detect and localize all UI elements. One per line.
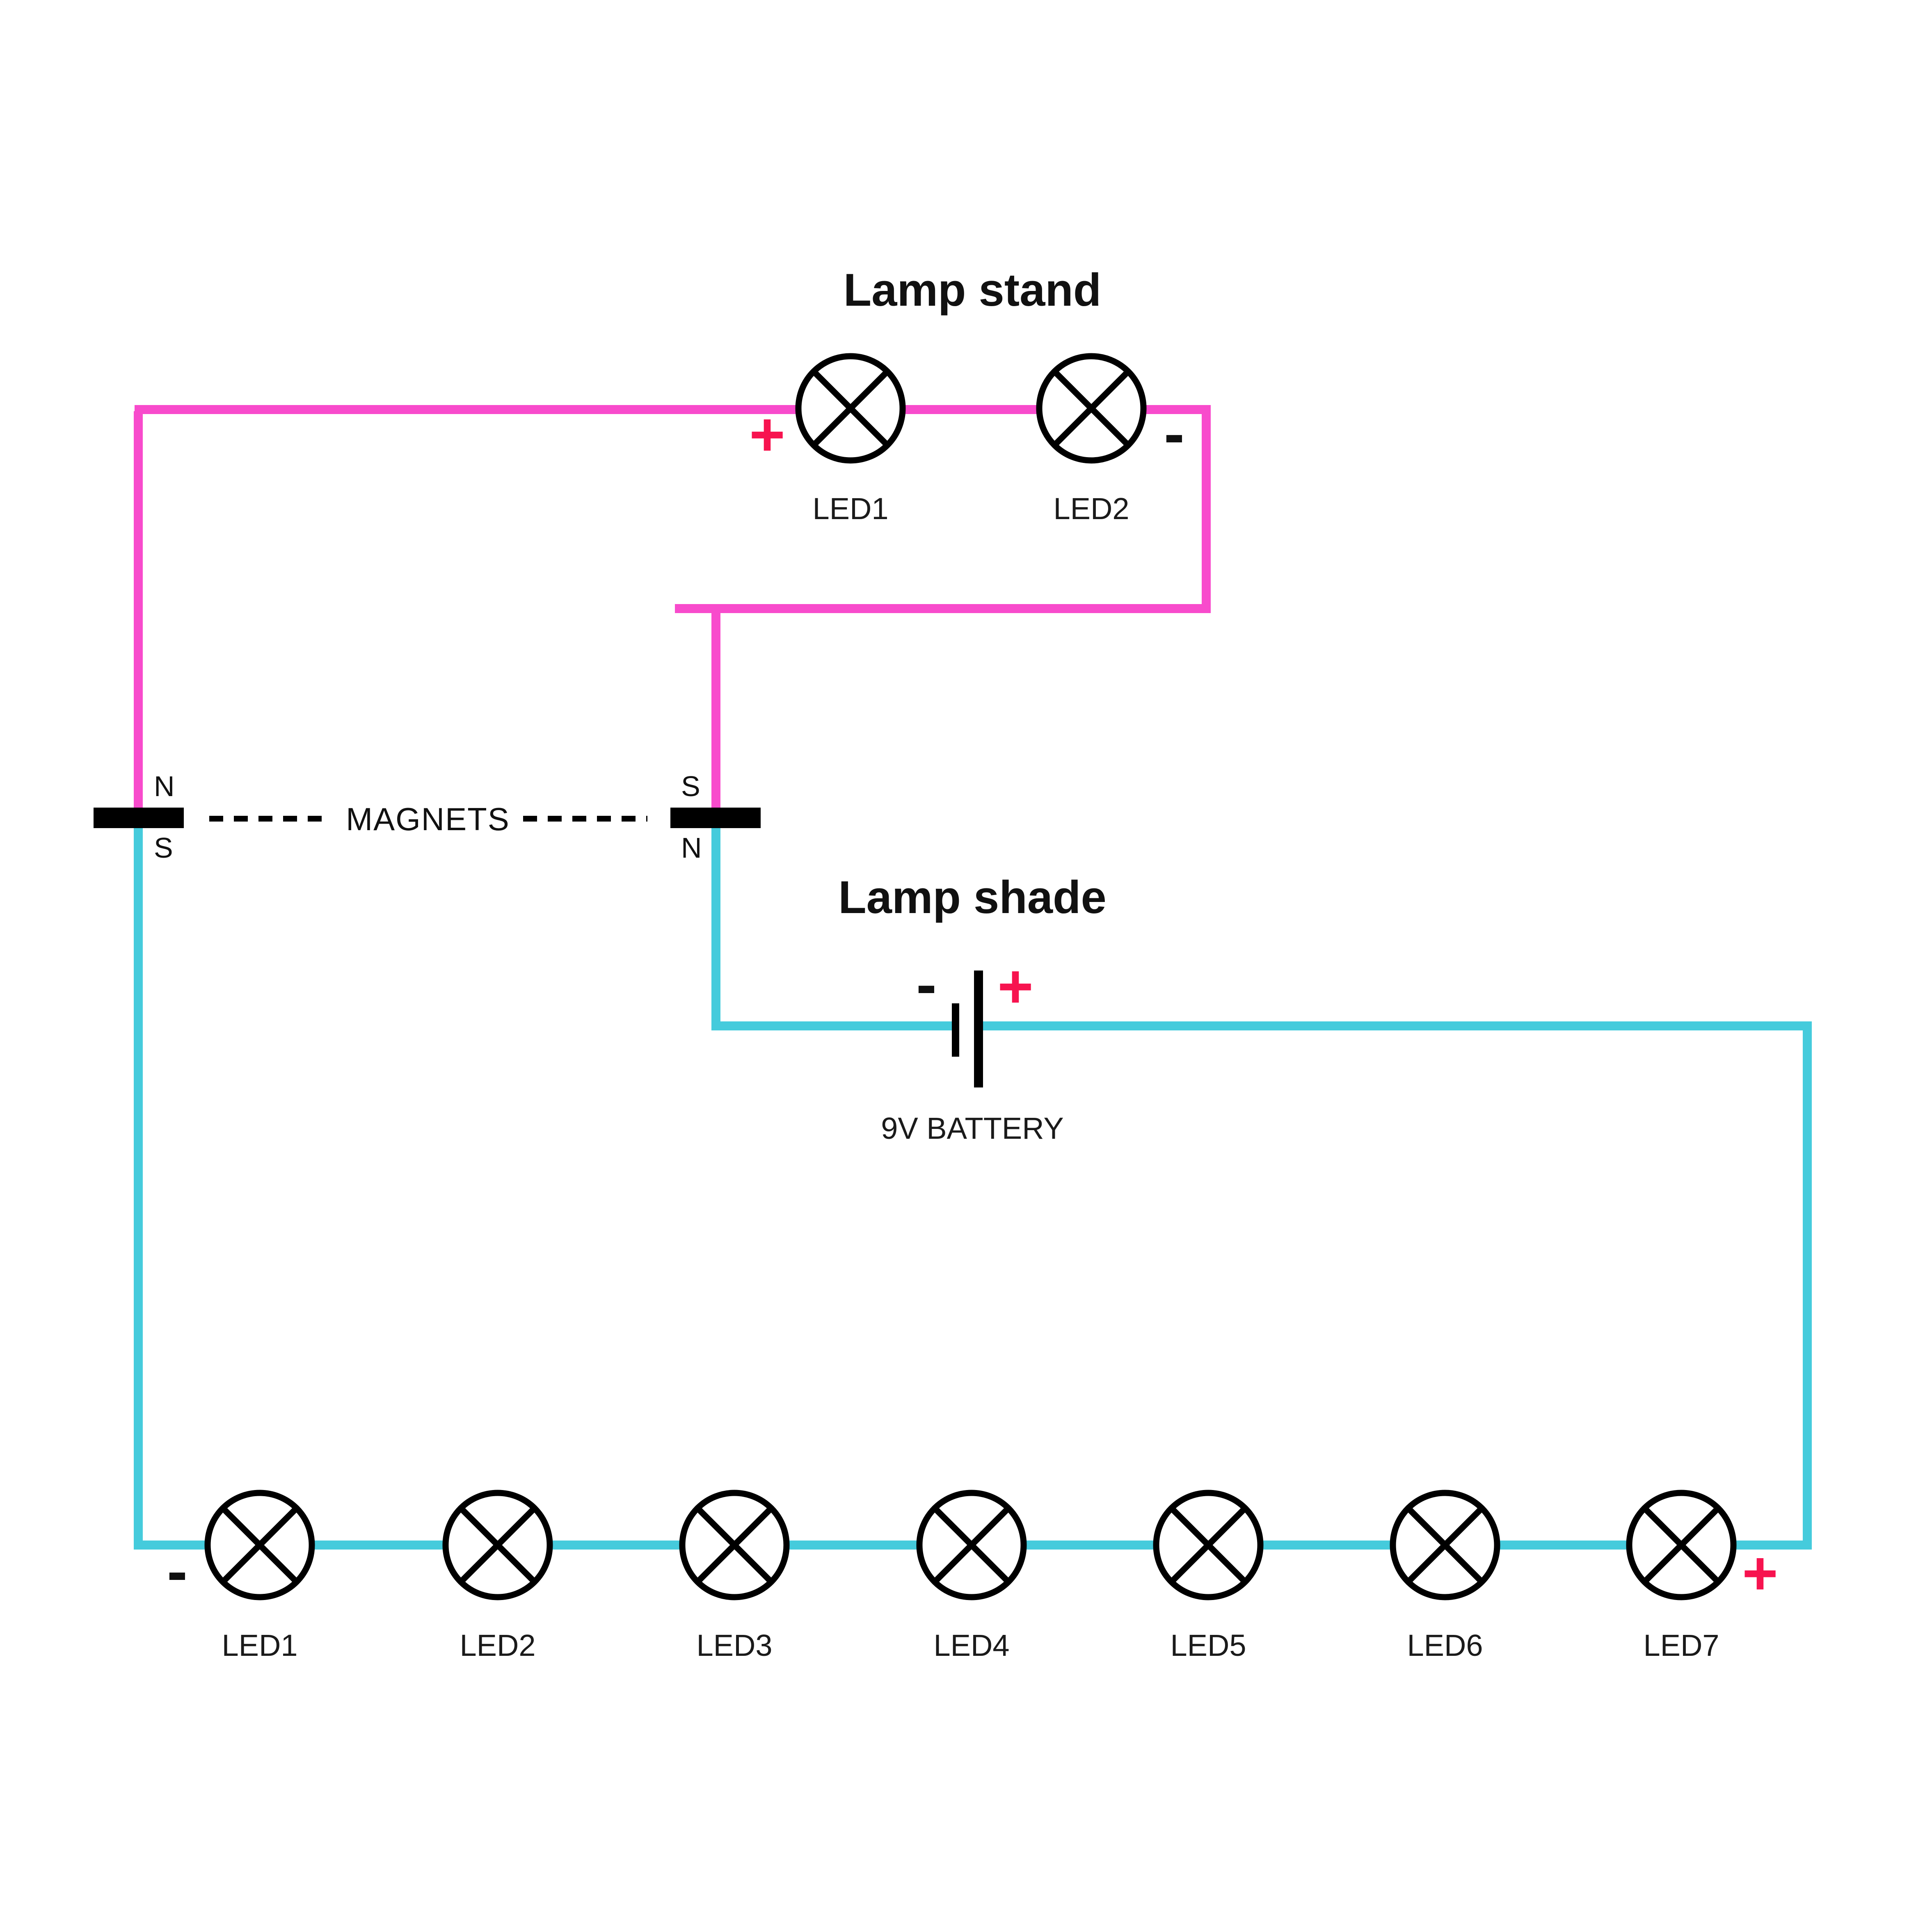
magnet-right-top-pole: S bbox=[681, 770, 700, 802]
led-bulb-icon bbox=[442, 1490, 553, 1600]
led-cross-stroke-b bbox=[220, 1506, 299, 1584]
led-bulb-icon bbox=[916, 1490, 1027, 1600]
lamp-shade-minus-sign: - bbox=[167, 1536, 187, 1605]
led-bulb-icon bbox=[204, 1490, 315, 1600]
lamp-stand-title: Lamp stand bbox=[844, 264, 1102, 316]
led-bulb-icon bbox=[1036, 353, 1147, 464]
led-label: LED1 bbox=[222, 1628, 297, 1662]
led-cross-stroke-b bbox=[695, 1506, 774, 1584]
led-bulb-icon bbox=[795, 353, 906, 464]
lamp-shade-led-7: LED7 bbox=[1626, 1490, 1737, 1662]
led-cross-stroke-b bbox=[1169, 1506, 1248, 1584]
led-label: LED1 bbox=[812, 492, 888, 526]
led-cross-stroke-b bbox=[932, 1506, 1011, 1584]
battery-label: 9V BATTERY bbox=[881, 1111, 1064, 1145]
lamp-shade-led-1: LED1 bbox=[204, 1490, 315, 1662]
lamp-shade-led-6: LED6 bbox=[1390, 1490, 1500, 1662]
lamp-shade-wire-group bbox=[134, 828, 1812, 1550]
led-label: LED7 bbox=[1643, 1628, 1719, 1662]
lamp-stand-minus-sign: - bbox=[1164, 399, 1184, 468]
lamp-stand-wire-group bbox=[134, 405, 1211, 808]
lamp-stand-led-1: LED1 bbox=[795, 353, 906, 526]
battery-positive-plate-icon bbox=[974, 971, 983, 1087]
led-label: LED2 bbox=[460, 1628, 535, 1662]
magnet-bar-left-icon bbox=[94, 808, 184, 828]
lamp-shade-led-5: LED5 bbox=[1153, 1490, 1264, 1662]
magnet-bar-right-icon bbox=[670, 808, 761, 828]
led-cross-stroke-b bbox=[811, 369, 890, 448]
magnet-right-bottom-pole: N bbox=[681, 832, 702, 864]
battery-plus-sign: + bbox=[997, 952, 1033, 1021]
magnets-label: MAGNETS bbox=[346, 801, 510, 837]
led-label: LED3 bbox=[696, 1628, 772, 1662]
led-bulb-icon bbox=[1153, 1490, 1264, 1600]
led-bulb-icon bbox=[1390, 1490, 1500, 1600]
led-cross-stroke-b bbox=[1052, 369, 1131, 448]
lamp-shade-title: Lamp shade bbox=[838, 872, 1107, 923]
battery-minus-sign: - bbox=[916, 950, 937, 1019]
magnets-group: N S S N MAGNETS bbox=[94, 770, 761, 864]
battery-negative-plate-icon bbox=[952, 1003, 959, 1057]
lamp-shade-led-3: LED3 bbox=[679, 1490, 790, 1662]
lamp-stand-led-2: LED2 bbox=[1036, 353, 1147, 526]
lamp-stand-plus-sign: + bbox=[749, 400, 785, 469]
led-bulb-icon bbox=[679, 1490, 790, 1600]
led-label: LED6 bbox=[1407, 1628, 1483, 1662]
led-bulb-icon bbox=[1626, 1490, 1737, 1600]
led-label: LED2 bbox=[1053, 492, 1129, 526]
lamp-shade-led-4: LED4 bbox=[916, 1490, 1027, 1662]
led-cross-stroke-b bbox=[1406, 1506, 1484, 1584]
magnet-left-top-pole: N bbox=[154, 770, 175, 802]
led-cross-stroke-b bbox=[1642, 1506, 1721, 1584]
magnet-left-bottom-pole: S bbox=[154, 832, 173, 864]
led-label: LED4 bbox=[933, 1628, 1009, 1662]
led-label: LED5 bbox=[1170, 1628, 1246, 1662]
lamp-shade-led-2: LED2 bbox=[442, 1490, 553, 1662]
lamp-shade-plus-sign: + bbox=[1742, 1538, 1778, 1607]
led-cross-stroke-b bbox=[458, 1506, 537, 1584]
battery-symbol-group: - + 9V BATTERY bbox=[881, 950, 1064, 1145]
